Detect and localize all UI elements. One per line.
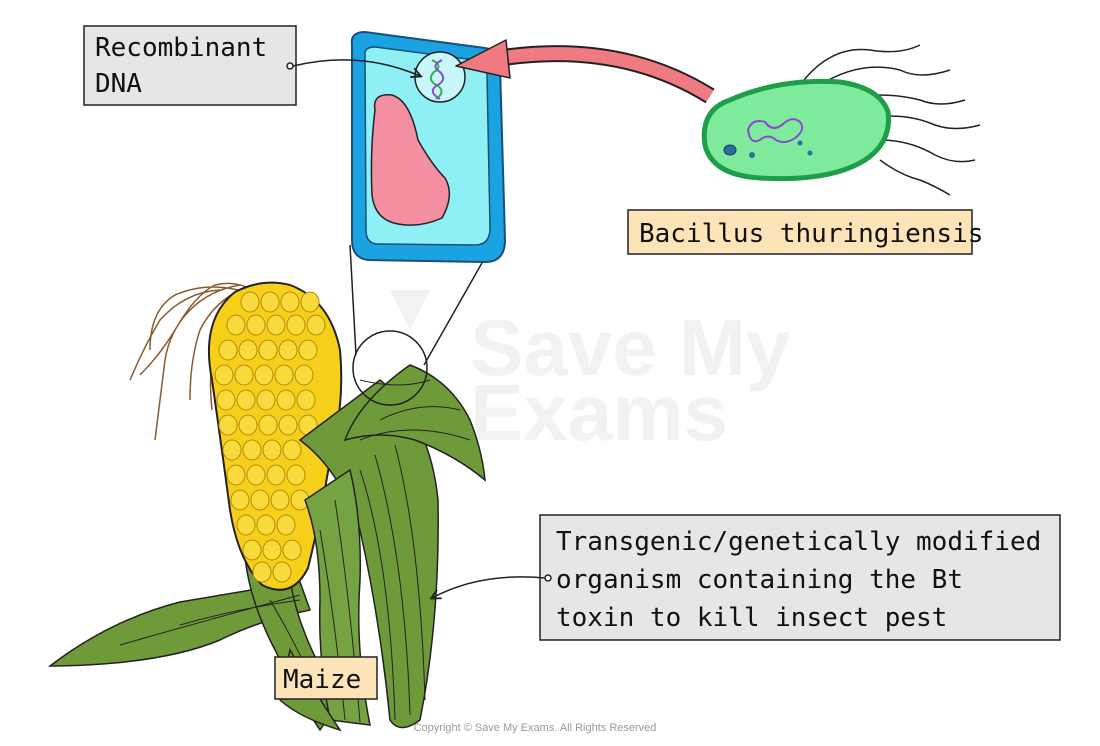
kernel (280, 291, 300, 313)
label-recombinant-dna-line-2: DNA (95, 69, 142, 99)
watermark-logo-icon (390, 290, 430, 330)
plant-cell (350, 30, 507, 264)
pointer-arrow-plant (432, 576, 546, 598)
kernel (218, 414, 238, 436)
kernels (214, 291, 326, 583)
kernel (306, 314, 326, 336)
kernel (266, 464, 286, 486)
granule (807, 150, 813, 156)
kernel (256, 514, 276, 536)
kernel (258, 339, 278, 361)
kernel (214, 364, 234, 386)
zoom-line-left (349, 244, 357, 356)
kernel (262, 539, 282, 561)
label-recombinant-dna-line-1: Recombinant (95, 33, 267, 63)
bacterium (701, 44, 981, 196)
label-recombinant-dna: Recombinant DNA (83, 25, 420, 106)
kernel (242, 539, 262, 561)
back-leaf (47, 581, 311, 667)
upper-husk-leaf (343, 364, 486, 482)
kernel (260, 291, 280, 313)
kernel (234, 364, 254, 386)
label-maize: Maize (274, 656, 378, 700)
label-bacillus-text: Bacillus thuringiensis (639, 219, 983, 249)
kernel (236, 389, 256, 411)
kernel (274, 364, 294, 386)
kernel (300, 291, 320, 313)
dna-strand-purple (431, 59, 445, 100)
kernel (262, 439, 282, 461)
kernel (252, 561, 272, 583)
watermark-line-2: Exams (470, 368, 728, 457)
label-bacillus: Bacillus thuringiensis (627, 209, 983, 255)
granule (723, 144, 737, 156)
granule (749, 152, 755, 158)
kernel (226, 314, 246, 336)
watermark-line-1: Save My (470, 303, 791, 392)
kernel (282, 439, 302, 461)
label-transgenic-line-2: organism containing the Bt (556, 565, 963, 595)
label-transgenic-line-1: Transgenic/genetically modified (556, 527, 1041, 557)
label-transgenic-line-3: toxin to kill insect pest (556, 603, 947, 633)
kernel (278, 414, 298, 436)
vacuole (370, 94, 451, 226)
plasmid-dna (746, 118, 804, 144)
maize-plant (47, 281, 486, 732)
kernel (250, 489, 270, 511)
bacterium-body (701, 78, 892, 182)
kernel (256, 389, 276, 411)
label-maize-text: Maize (283, 665, 361, 695)
kernel (246, 314, 266, 336)
kernel (246, 464, 266, 486)
kernel (286, 464, 306, 486)
kernel (238, 339, 258, 361)
kernel (276, 389, 296, 411)
kernel (218, 339, 238, 361)
kernel (298, 339, 318, 361)
flagella (799, 44, 981, 196)
kernel (222, 439, 242, 461)
kernel (240, 291, 260, 313)
watermark: Save My Exams (390, 290, 791, 457)
kernel (294, 364, 314, 386)
kernel (272, 561, 292, 583)
kernel (242, 439, 262, 461)
kernel (266, 314, 286, 336)
kernel (270, 489, 290, 511)
copyright-notice: Copyright © Save My Exams. All Rights Re… (413, 722, 657, 734)
kernel (238, 414, 258, 436)
label-transgenic: Transgenic/genetically modified organism… (432, 514, 1061, 641)
kernel (296, 389, 316, 411)
kernel (226, 464, 246, 486)
kernel (282, 539, 302, 561)
pointer-arrow-dna (292, 59, 420, 76)
kernel (278, 339, 298, 361)
gene-transfer-arrow (455, 39, 715, 104)
kernel (254, 364, 274, 386)
kernel (216, 389, 236, 411)
kernel (258, 414, 278, 436)
kernel (230, 489, 250, 511)
kernel (286, 314, 306, 336)
granule (797, 140, 803, 146)
kernel (276, 514, 296, 536)
recombinant-dna-strand (429, 59, 443, 100)
kernel (236, 514, 256, 536)
leaf-veins (119, 379, 471, 723)
zoom-circle (352, 330, 428, 406)
arrow-head (455, 39, 511, 79)
